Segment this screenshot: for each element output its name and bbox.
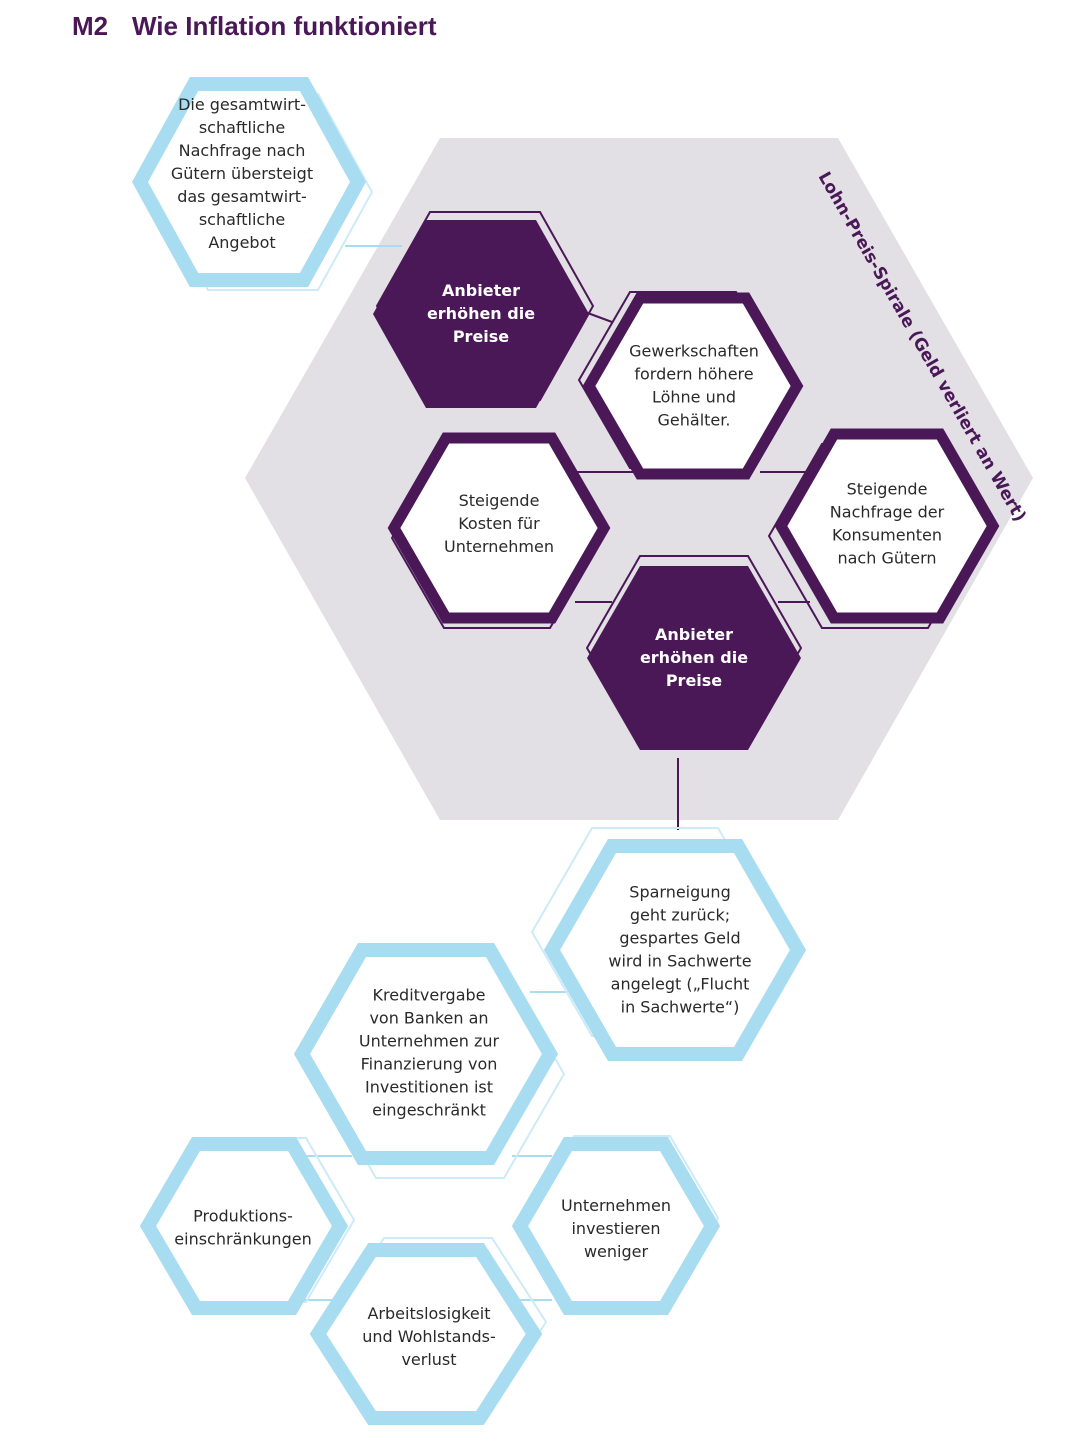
node-text-line: Nachfrage der	[830, 503, 945, 522]
node-text-line: Finanzierung von	[361, 1055, 498, 1074]
node-text-line: Sparneigung	[629, 883, 730, 902]
node-text-line: in Sachwerte“)	[621, 998, 740, 1017]
node-text-line: das gesamtwirt-	[177, 187, 307, 206]
node-text-line: schaftliche	[199, 210, 285, 229]
node-text-line: Unternehmen	[561, 1196, 671, 1215]
node-text-line: Steigende	[847, 480, 928, 499]
node-text-line: Gewerkschaften	[629, 342, 759, 361]
node-text-line: wird in Sachwerte	[608, 952, 751, 971]
node-text-line: fordern höhere	[634, 365, 753, 384]
node-text-line: Anbieter	[655, 625, 733, 644]
node-text-line: investieren	[571, 1219, 660, 1238]
node-text-line: erhöhen die	[427, 304, 535, 323]
node-text-line: Angebot	[208, 233, 275, 252]
node-text-line: eingeschränkt	[372, 1101, 486, 1120]
node-text-line: gespartes Geld	[619, 929, 740, 948]
node-text-line: weniger	[584, 1242, 649, 1261]
node-text-line: angelegt („Flucht	[611, 975, 750, 994]
node-text-line: Gehälter.	[658, 411, 731, 430]
node-text-line: verlust	[401, 1350, 456, 1369]
node-text-line: erhöhen die	[640, 648, 748, 667]
node-text-line: nach Gütern	[837, 549, 936, 568]
node-text-line: Kreditvergabe	[372, 986, 485, 1005]
node-text-line: Preise	[453, 327, 509, 346]
node-text-line: von Banken an	[369, 1009, 488, 1028]
node-text-line: Unternehmen zur	[359, 1032, 500, 1051]
node-text-line: Kosten für	[458, 514, 540, 533]
node-text-line: Steigende	[459, 491, 540, 510]
connectors	[300, 245, 810, 1301]
node-unemployment: Arbeitslosigkeit und Wohlstands-verlust	[309, 1243, 543, 1425]
node-text: Sparneigung geht zurück; gespartes Geld wir…	[608, 883, 751, 1017]
node-text-line: Löhne und	[652, 388, 736, 407]
node-credit-restricted: Kreditvergabe von Banken an Unternehmen zu…	[293, 943, 559, 1165]
node-savings-decline: Sparneigung geht zurück; gespartes Geld wir…	[543, 839, 807, 1061]
page-title: M2 Wie Inflation funktioniert	[72, 11, 437, 41]
page-heading: Wie Inflation funktioniert	[132, 11, 437, 41]
node-production-limits: Produktions-einschränkungen	[139, 1137, 349, 1315]
node-text-line: Nachfrage nach	[179, 141, 306, 160]
node-text: Unternehmen investieren weniger	[561, 1196, 671, 1261]
node-text-line: Arbeitslosigkeit	[367, 1304, 490, 1323]
node-text-line: Konsumenten	[832, 526, 942, 545]
node-text-line: schaftliche	[199, 118, 285, 137]
section-label: M2	[72, 11, 108, 41]
node-text-line: Gütern übersteigt	[171, 164, 313, 183]
node-text: Kreditvergabe von Banken an Unternehmen zu…	[359, 986, 500, 1120]
node-text-line: einschränkungen	[174, 1230, 311, 1249]
node-companies-invest-less: Unternehmen investieren weniger	[511, 1137, 721, 1315]
node-text-line: Investitionen ist	[365, 1078, 493, 1097]
node-text-line: Produktions-	[193, 1207, 293, 1226]
node-text: Produktions-einschränkungen	[174, 1207, 311, 1249]
node-text-line: und Wohlstands-	[362, 1327, 496, 1346]
node-text-line: Preise	[666, 671, 722, 690]
node-text-line: Anbieter	[442, 281, 520, 300]
node-text-line: geht zurück;	[630, 906, 730, 925]
node-text-line: Unternehmen	[444, 537, 554, 556]
node-text-line: Die gesamtwirt-	[178, 95, 306, 114]
node-text: Arbeitslosigkeit und Wohlstands-verlust	[362, 1304, 496, 1369]
